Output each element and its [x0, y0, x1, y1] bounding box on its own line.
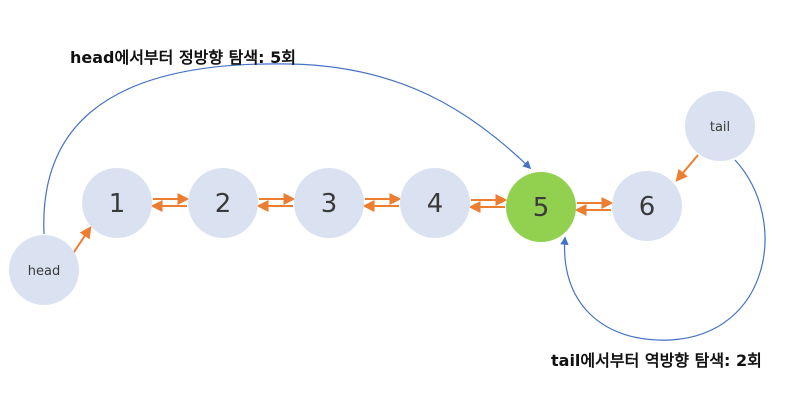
node-circle-highlighted	[506, 172, 576, 242]
node-links	[150, 193, 614, 216]
forward-search-curve	[43, 63, 532, 235]
backward-search-curve	[560, 159, 766, 341]
node-label: 2	[215, 189, 232, 219]
head-label: head	[28, 264, 60, 279]
tail-pointer-arrow	[675, 154, 699, 182]
list-node-2: 2	[188, 168, 258, 238]
head-pointer-arrow	[71, 226, 92, 256]
list-node-4: 4	[400, 168, 470, 238]
backward-search-caption: tail에서부터 역방향 탐색: 2회	[551, 351, 762, 370]
node-label: 3	[321, 189, 338, 219]
tail-pointer: tail	[685, 91, 755, 161]
node-label: 5	[533, 193, 550, 223]
node-label: 6	[639, 192, 656, 222]
list-node-5: 5	[506, 172, 576, 242]
list-node-1: 1	[82, 168, 152, 238]
head-pointer: head	[9, 235, 79, 305]
list-node-3: 3	[294, 168, 364, 238]
tail-label: tail	[710, 120, 730, 135]
forward-search-caption: head에서부터 정방향 탐색: 5회	[70, 48, 296, 67]
node-circle	[400, 168, 470, 238]
node-circle	[188, 168, 258, 238]
node-label: 1	[109, 189, 126, 219]
node-label: 4	[427, 189, 444, 219]
node-circle	[612, 171, 682, 241]
node-circle	[82, 168, 152, 238]
list-node-6: 6	[612, 171, 682, 241]
node-circle	[294, 168, 364, 238]
